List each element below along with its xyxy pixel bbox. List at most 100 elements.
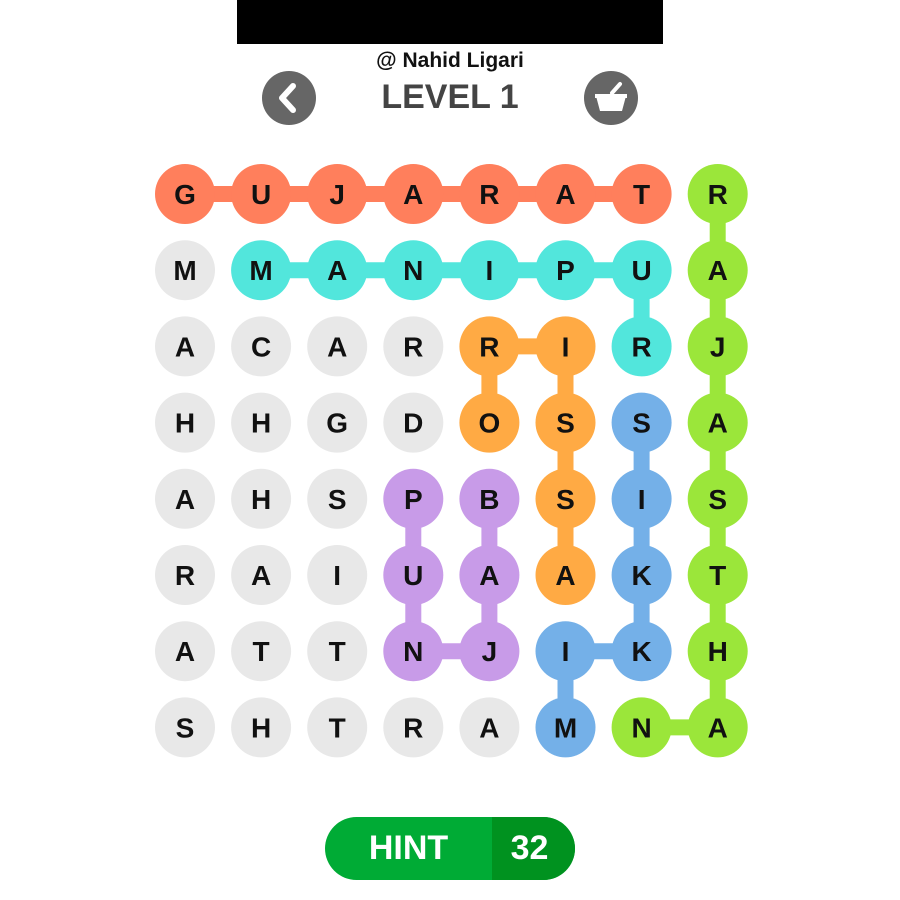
cell-circle <box>307 468 368 529</box>
letter-cell[interactable]: R <box>155 545 215 605</box>
letter-cell[interactable]: A <box>307 316 368 377</box>
letter-cell[interactable]: I <box>535 316 596 377</box>
letter-cell[interactable]: A <box>383 164 444 224</box>
letter-cell[interactable]: G <box>307 392 368 453</box>
letter-cell[interactable]: I <box>459 240 520 301</box>
letter-cell[interactable]: I <box>307 545 368 605</box>
cell-circle <box>611 545 672 605</box>
letter-cell[interactable]: T <box>231 621 292 682</box>
letter-cell[interactable]: A <box>687 392 748 453</box>
letter-cell[interactable]: P <box>535 240 596 301</box>
letter-cell[interactable]: C <box>231 316 292 377</box>
cell-circle <box>687 545 748 605</box>
letter-cell[interactable]: N <box>611 697 672 758</box>
back-button[interactable] <box>262 71 316 125</box>
letter-cell[interactable]: R <box>687 164 748 224</box>
cell-letter: I <box>562 331 570 362</box>
cell-letter: P <box>556 255 575 286</box>
letter-cell[interactable]: A <box>155 316 215 377</box>
letter-cell[interactable]: J <box>307 164 368 224</box>
letter-cell[interactable]: J <box>687 316 748 377</box>
letter-cell[interactable]: M <box>231 240 292 301</box>
letter-cell[interactable]: K <box>611 621 672 682</box>
letter-cell[interactable]: S <box>535 468 596 529</box>
letter-cell[interactable]: J <box>459 621 520 682</box>
letter-cell[interactable]: I <box>535 621 596 682</box>
letter-cell[interactable]: S <box>687 468 748 529</box>
letter-cell[interactable]: A <box>459 697 520 758</box>
letter-cell[interactable]: A <box>231 545 292 605</box>
cell-letter: A <box>327 255 347 286</box>
cell-circle <box>231 621 292 682</box>
letter-cell[interactable]: S <box>155 697 215 758</box>
letter-cell[interactable]: A <box>155 621 215 682</box>
letter-cell[interactable]: N <box>383 621 444 682</box>
shop-button[interactable] <box>584 71 638 125</box>
letter-cell[interactable]: T <box>687 545 748 605</box>
letter-cell[interactable]: A <box>535 164 596 224</box>
letter-cell[interactable]: G <box>155 164 215 224</box>
letter-cell[interactable]: R <box>383 697 444 758</box>
cell-letter: I <box>638 484 646 515</box>
letter-cell[interactable]: S <box>611 392 672 453</box>
cell-letter: R <box>631 331 651 362</box>
cell-letter: A <box>175 636 195 667</box>
letter-cell[interactable]: T <box>611 164 672 224</box>
letter-cell[interactable]: B <box>459 468 520 529</box>
cell-circle <box>611 316 672 377</box>
letter-cell[interactable]: R <box>611 316 672 377</box>
letter-cell[interactable]: N <box>383 240 444 301</box>
cell-letter: S <box>556 484 575 515</box>
cell-circle <box>231 164 292 224</box>
hint-button[interactable]: HINT 32 <box>325 817 575 880</box>
cell-letter: R <box>479 331 499 362</box>
cell-letter: M <box>249 255 272 286</box>
cell-circle <box>307 697 368 758</box>
cell-circle <box>231 392 292 453</box>
cell-letter: N <box>403 636 423 667</box>
letter-cell[interactable]: T <box>307 697 368 758</box>
cell-letter: J <box>329 179 345 210</box>
letter-cell[interactable]: R <box>383 316 444 377</box>
cell-letter: R <box>708 179 728 210</box>
letter-cell[interactable]: S <box>307 468 368 529</box>
letter-cell[interactable]: A <box>459 545 520 605</box>
letter-cell[interactable]: R <box>459 316 520 377</box>
letter-cell[interactable]: R <box>459 164 520 224</box>
letter-cell[interactable]: A <box>687 697 748 758</box>
letter-cell[interactable]: A <box>307 240 368 301</box>
cell-letter: S <box>632 408 651 439</box>
letter-cell[interactable]: H <box>231 392 292 453</box>
letter-cell[interactable]: M <box>155 240 215 301</box>
letter-cell[interactable]: H <box>231 697 292 758</box>
cell-circle <box>535 164 596 224</box>
letter-cell[interactable]: H <box>231 468 292 529</box>
cell-circle <box>307 316 368 377</box>
letter-cell[interactable]: K <box>611 545 672 605</box>
cell-circle <box>307 545 368 605</box>
letter-cell[interactable]: I <box>611 468 672 529</box>
cell-circle <box>155 621 215 682</box>
letter-cell[interactable]: U <box>383 545 444 605</box>
cell-circle <box>459 621 520 682</box>
letter-cell[interactable]: T <box>307 621 368 682</box>
letter-cell[interactable]: M <box>535 697 596 758</box>
cell-circle <box>535 697 596 758</box>
letter-cell[interactable]: H <box>155 392 215 453</box>
letter-cell[interactable]: S <box>535 392 596 453</box>
cell-circle <box>383 316 444 377</box>
letter-cell[interactable]: A <box>535 545 596 605</box>
letter-cell[interactable]: U <box>611 240 672 301</box>
letter-cell[interactable]: O <box>459 392 520 453</box>
letter-cell[interactable]: U <box>231 164 292 224</box>
letter-cell[interactable]: A <box>155 468 215 529</box>
letter-cell[interactable]: D <box>383 392 444 453</box>
cell-letter: I <box>333 560 341 591</box>
letter-cell[interactable]: P <box>383 468 444 529</box>
cell-letter: S <box>328 484 347 515</box>
letter-cell[interactable]: A <box>687 240 748 301</box>
cell-letter: A <box>708 712 728 743</box>
letter-cell[interactable]: H <box>687 621 748 682</box>
cell-letter: O <box>479 408 501 439</box>
